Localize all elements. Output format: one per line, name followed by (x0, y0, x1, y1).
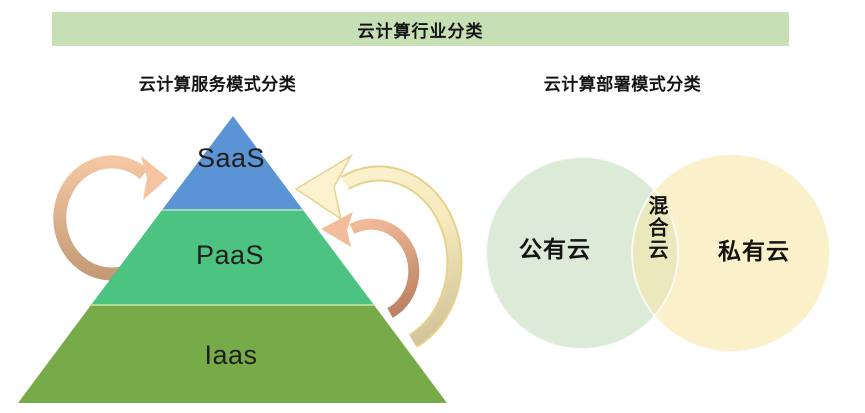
deployment-model-heading: 云计算部署模式分类 (543, 75, 702, 94)
deployment-model-venn (485, 153, 831, 353)
page-title: 云计算行业分类 (357, 21, 484, 41)
pyramid-iaas-layer (18, 305, 447, 403)
venn-private-cloud-edge (631, 153, 831, 353)
venn-private-cloud-circle (632, 154, 830, 352)
saas-label: SaaS (196, 143, 266, 173)
venn-public-cloud-edge (485, 156, 679, 350)
venn-public-cloud-circle (486, 157, 678, 349)
public-cloud-label: 公有云 (519, 237, 591, 262)
right-inner-arrow (321, 212, 420, 318)
iaas-label: Iaas (204, 340, 258, 370)
hybrid-cloud-label: 混合云 (645, 195, 667, 261)
pyramid-paas-layer (91, 210, 374, 305)
service-model-pyramid (18, 116, 447, 403)
right-outer-arrow (294, 153, 463, 348)
title-bar: 云计算行业分类 (52, 12, 789, 46)
paas-label: PaaS (195, 240, 265, 270)
pyramid-saas-layer (162, 116, 303, 210)
private-cloud-label: 私有云 (718, 239, 790, 264)
left-up-arrow (53, 155, 168, 281)
service-model-heading: 云计算服务模式分类 (138, 75, 297, 94)
